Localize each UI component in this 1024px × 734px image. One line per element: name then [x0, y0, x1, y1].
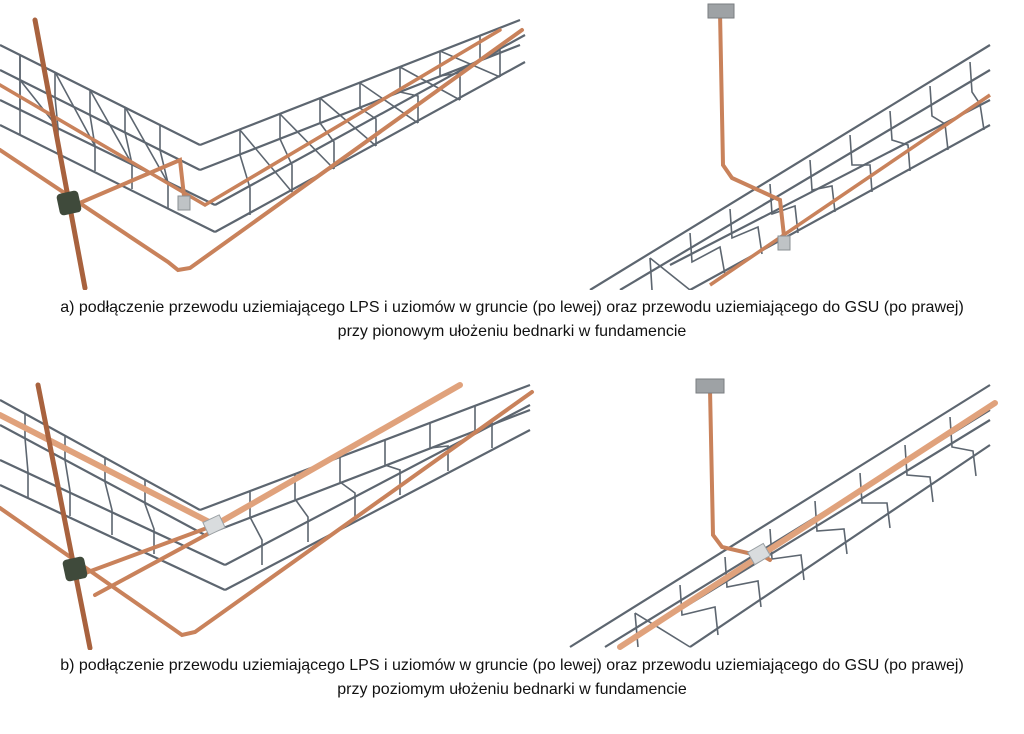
scene-b-right-gsu-connection	[569, 378, 998, 650]
caption-b-line2: przy poziomym ułożeniu bednarki w fundam…	[337, 681, 687, 698]
vertical-earth-rod	[35, 382, 93, 650]
strip-holder-bracket	[177, 195, 191, 211]
gsu-earthing-conductor	[718, 10, 787, 247]
main-earthing-terminal	[707, 3, 735, 19]
rebar-cage	[569, 384, 991, 648]
earthing-conductor-ring	[0, 28, 524, 273]
vertical-earth-rod	[32, 17, 88, 290]
cross-connector-clamp	[62, 556, 88, 582]
strip-holder-bracket	[777, 235, 791, 251]
scene-b-left-corner-connection	[0, 382, 534, 650]
gsu-earthing-conductor	[708, 387, 772, 562]
foundation-earthing-strip	[709, 93, 991, 287]
cross-connector-clamp	[56, 190, 82, 216]
stirrups-left-branch	[19, 55, 169, 208]
caption-b: b) podłączenie przewodu uziemiającego LP…	[0, 654, 1024, 702]
stirrups-right-branch	[239, 36, 501, 215]
caption-a-line1: a) podłączenie przewodu uziemiającego LP…	[60, 299, 964, 316]
caption-a-line2: przy pionowym ułożeniu bednarki w fundam…	[337, 323, 687, 340]
rebar-cage	[589, 44, 991, 290]
main-earthing-terminal	[695, 378, 725, 394]
strip-connector-plate	[747, 542, 771, 566]
caption-a: a) podłączenie przewodu uziemiającego LP…	[0, 296, 1024, 344]
foundation-earthing-strip	[617, 400, 998, 650]
stirrups	[649, 61, 985, 290]
foundation-earthing-strip	[0, 28, 502, 208]
strip-connector-plate	[202, 514, 226, 536]
caption-b-line1: b) podłączenie przewodu uziemiającego LP…	[60, 657, 964, 674]
scene-a-right-gsu-connection	[589, 3, 991, 290]
scene-a-left-corner-connection	[0, 17, 526, 290]
